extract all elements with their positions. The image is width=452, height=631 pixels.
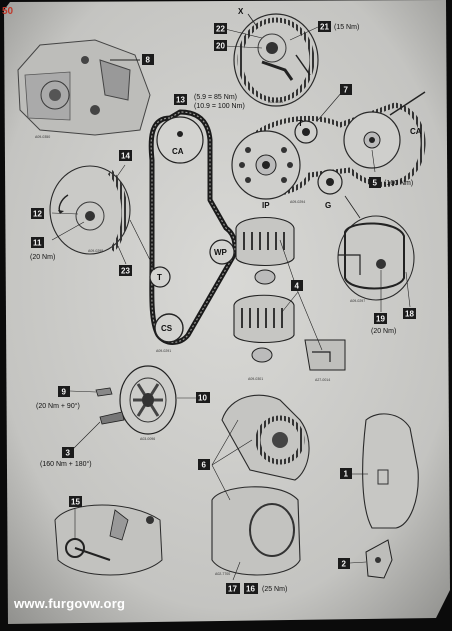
code-A09-0350: A09-0350	[35, 135, 50, 139]
right-pulley-detail-illustration: A09-0297	[337, 195, 415, 312]
callout-4: 4	[291, 280, 303, 291]
callout-18: 18	[403, 308, 416, 319]
callout-7: 7	[340, 84, 352, 95]
callout-6: 6	[198, 459, 210, 470]
code-A09-0286: A09-0286	[268, 100, 283, 104]
code-A03-0096: A03-0096	[140, 437, 155, 441]
locking-tool-illustration	[54, 504, 163, 576]
code-A09-0301: A09-0301	[248, 377, 263, 381]
svg-text:18: 18	[405, 310, 414, 319]
callout-16: 16	[244, 583, 258, 594]
callout-17: 17	[226, 583, 240, 594]
letter-t: T	[298, 119, 303, 128]
callout-9: 9	[58, 386, 70, 397]
tensioner-detail-illustration: X A09-0286	[224, 7, 319, 107]
callout-21: 21	[318, 21, 331, 32]
callout-23: 23	[119, 265, 132, 276]
svg-text:21: 21	[320, 23, 329, 32]
timing-cover-illustration	[352, 413, 419, 529]
water-pump-illustration: A02-7700	[211, 394, 310, 581]
belt-label-t: T	[157, 273, 162, 282]
svg-text:2: 2	[342, 560, 347, 569]
torque-13a: (5.9 = 85 Nm)	[194, 94, 237, 101]
code-A09-0297: A09-0297	[350, 299, 365, 303]
svg-text:20: 20	[216, 42, 225, 51]
callout-12: 12	[31, 208, 44, 219]
paper-sheet	[4, 0, 450, 624]
callout-5: 5	[369, 177, 381, 188]
torque-21: (15 Nm)	[334, 24, 359, 31]
letter-ip: IP	[262, 201, 270, 210]
callout-13: 13	[174, 94, 187, 105]
svg-text:9: 9	[62, 388, 67, 397]
torque-9: (20 Nm + 90°)	[36, 402, 80, 410]
callout-1: 1	[340, 468, 352, 479]
torque-5: (160 Nm)	[384, 180, 413, 187]
svg-text:10: 10	[198, 394, 207, 403]
svg-text:22: 22	[216, 25, 225, 34]
svg-text:14: 14	[121, 152, 130, 161]
callout-8: 8	[142, 54, 154, 65]
callout-20: 20	[214, 40, 227, 51]
callout-19: 19	[374, 313, 387, 324]
svg-text:16: 16	[246, 585, 255, 594]
belt-label-wp: WP	[214, 248, 228, 257]
callout-11: 11	[31, 237, 44, 248]
sprocket-alignment-illustration: A09-0301 A27-0014	[233, 217, 346, 382]
timing-belt-layout: CA T WP CS A09-0291	[148, 109, 238, 353]
letter-x: X	[238, 7, 244, 16]
svg-text:4: 4	[295, 282, 300, 291]
svg-text:17: 17	[228, 585, 237, 594]
svg-text:5: 5	[373, 179, 378, 188]
torque-13b: (10.9 = 100 Nm)	[194, 103, 245, 110]
callout-3: 3	[62, 447, 74, 458]
svg-text:23: 23	[121, 267, 130, 276]
left-tensioner-illustration: A09-0298	[49, 164, 156, 271]
code-A02-7700: A02-7700	[215, 572, 230, 576]
code-A09-0291: A09-0291	[156, 349, 171, 353]
svg-text:11: 11	[33, 239, 42, 248]
callout-10: 10	[196, 392, 210, 403]
torque-17: (25 Nm)	[262, 586, 287, 593]
code-A09-0294: A09-0294	[290, 200, 305, 204]
svg-text:3: 3	[66, 449, 71, 458]
svg-text:1: 1	[344, 470, 349, 479]
torque-19: (20 Nm)	[371, 328, 396, 335]
letter-g: G	[325, 201, 331, 210]
svg-text:12: 12	[33, 210, 42, 219]
callout-22: 22	[214, 23, 227, 34]
bracket-illustration	[349, 539, 393, 579]
svg-text:15: 15	[71, 498, 80, 507]
callout-2: 2	[338, 558, 350, 569]
belt-label-cs: CS	[161, 324, 173, 333]
camshaft-pump-illustration: T CA IP G A09-0294	[231, 91, 426, 210]
code-A09-0298: A09-0298	[88, 249, 103, 253]
letter-ca: CA	[410, 127, 422, 136]
code-A27-0014: A27-0014	[315, 378, 330, 382]
svg-text:8: 8	[146, 56, 151, 65]
engine-block-illustration: A09-0350	[17, 39, 151, 139]
watermark-url: www.furgovw.org	[14, 596, 126, 611]
svg-text:7: 7	[344, 86, 349, 95]
page-number: 50	[2, 6, 14, 17]
callout-15: 15	[69, 496, 82, 507]
svg-text:6: 6	[202, 461, 207, 470]
torque-11: (20 Nm)	[30, 254, 55, 261]
torque-3: (160 Nm + 180°)	[40, 460, 92, 468]
svg-text:13: 13	[176, 96, 185, 105]
belt-label-ca: CA	[172, 147, 184, 156]
svg-text:19: 19	[376, 315, 385, 324]
callout-14: 14	[119, 150, 132, 161]
crankshaft-pulley-illustration: A03-0096	[69, 365, 196, 453]
